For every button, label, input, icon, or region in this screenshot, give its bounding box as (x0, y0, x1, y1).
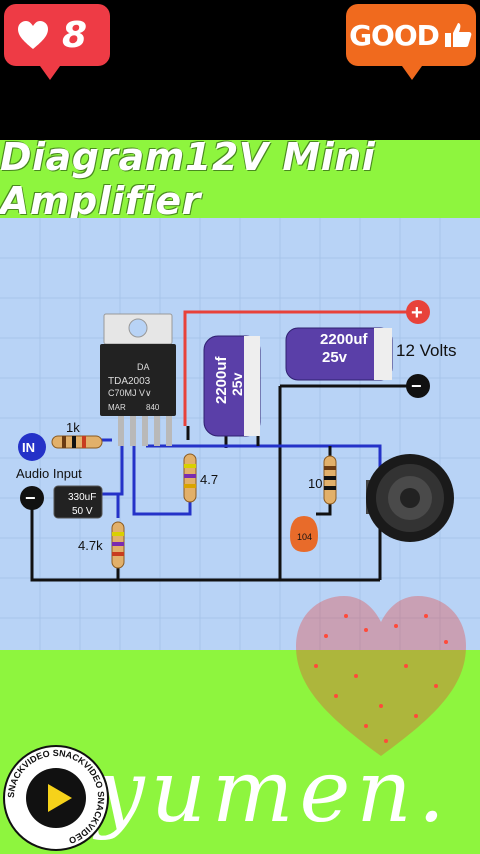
circuit-diagram: DA TDA2003 C70MJ V∨ MAR 840 2200uf 25v (0, 218, 480, 650)
cap-2200-top-value: 2200uf (320, 331, 369, 348)
good-label: GOOD (349, 18, 440, 52)
minus-label: − (411, 376, 422, 396)
ceramic-capacitor-104: 104 (290, 516, 318, 552)
chip-pins (118, 416, 172, 446)
chip-line4-right: 840 (146, 403, 160, 412)
chip-line4-left: MAR (108, 403, 126, 412)
capacitor-2200-top: 2200uf 25v (285, 327, 393, 381)
like-count: 8 (62, 14, 88, 56)
input-ground-terminal: − (20, 486, 44, 510)
title-band: Diagram12V Mini Amplifier (0, 135, 480, 223)
in-label: IN (22, 440, 35, 455)
cap-2200-vert-value: 2200uf (213, 355, 230, 404)
cap-2200-vert-voltage: 25v (229, 372, 245, 396)
like-badge[interactable]: 8 (4, 4, 110, 80)
resistor-4-7k-label: 4.7k (78, 538, 103, 553)
tda2003-chip: DA TDA2003 C70MJ V∨ MAR 840 (100, 313, 176, 446)
page-title: Diagram12V Mini Amplifier (0, 135, 376, 223)
top-bar: 8 GOOD (0, 0, 480, 140)
chip-line3: C70MJ V∨ (108, 388, 152, 398)
resistor-10-label: 10 (308, 476, 322, 491)
wire-ground (30, 384, 415, 582)
chip-line1: DA (137, 362, 150, 372)
ceramic-104-label: 104 (297, 532, 312, 542)
cap-2200-top-voltage: 25v (322, 349, 348, 366)
speaker-icon (366, 454, 454, 542)
thumbs-up-icon (444, 23, 472, 47)
minus-terminal: − (406, 374, 430, 398)
volts-label: 12 Volts (396, 341, 457, 360)
chip-line2: TDA2003 (108, 376, 151, 387)
resistor-4-7: 4.7 (183, 453, 218, 503)
grid-lines (0, 218, 480, 650)
in-terminal: IN (18, 433, 46, 461)
resistor-4-7-label: 4.7 (200, 472, 218, 487)
resistor-1k: 1k (51, 420, 103, 449)
watermark-yumen: yumen. (96, 742, 452, 842)
resistor-10: 10 (308, 455, 337, 505)
heart-icon (18, 21, 48, 49)
wire-positive (183, 310, 415, 426)
cap-330-voltage: 50 V (72, 506, 93, 517)
good-badge[interactable]: GOOD (346, 4, 476, 80)
snackvideo-logo: SNACKVIDEO SNACKVIDEO SNACKVIDEO (3, 745, 109, 851)
capacitor-330: 330uF 50 V (53, 485, 103, 519)
heart-sparkle-decoration (296, 596, 466, 756)
diagram-area: DA TDA2003 C70MJ V∨ MAR 840 2200uf 25v (0, 218, 480, 650)
cap-330-value: 330uF (68, 492, 96, 503)
audio-input-label: Audio Input (16, 466, 82, 481)
input-minus-label: − (25, 488, 36, 508)
resistor-4-7k: 4.7k (78, 521, 125, 569)
plus-label: + (411, 302, 423, 324)
plus-terminal: + (406, 300, 430, 324)
resistor-1k-label: 1k (66, 420, 80, 435)
capacitor-2200-vertical: 2200uf 25v (203, 335, 261, 437)
